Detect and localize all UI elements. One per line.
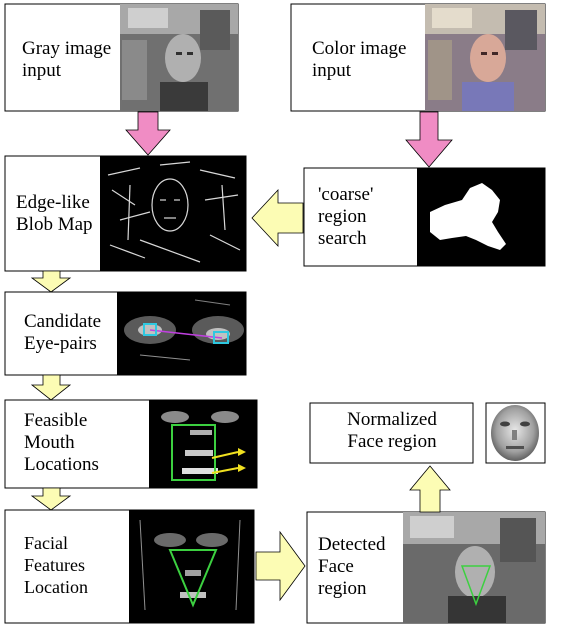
detected-face-image <box>403 512 545 623</box>
gray-input-box <box>4 3 239 112</box>
color-input-box <box>290 3 546 112</box>
coarse-region-image <box>417 168 545 266</box>
coarse-search-box <box>303 167 546 267</box>
mouth-image <box>149 400 257 488</box>
normalized-face-label: Normalized Face region <box>347 409 437 452</box>
eye-pairs-label: Candidate Eye-pairs <box>24 311 102 354</box>
facial-features-label: Facial Features Location <box>24 533 88 597</box>
coarse-search-label: 'coarse' region search <box>318 184 374 249</box>
mouth-label: Feasible Mouth Locations <box>24 410 99 475</box>
gray-input-label: Gray image input <box>22 38 112 81</box>
facial-features-box <box>4 509 255 624</box>
eye-pairs-image <box>117 292 246 375</box>
blob-map-text: Edge-like Blob Map <box>16 192 93 235</box>
eye-pairs-box <box>4 291 247 376</box>
yellow-arrow-down-1 <box>30 270 72 293</box>
blob-map-image <box>100 156 246 271</box>
yellow-arrow-up <box>409 465 451 513</box>
yellow-arrow-down-3 <box>30 487 72 511</box>
normalized-face-box <box>309 402 474 464</box>
color-input-photo <box>425 4 545 111</box>
yellow-arrow-down-2 <box>30 374 72 401</box>
detected-face-label: Detected Face region <box>318 534 386 599</box>
detected-face-box <box>306 511 546 624</box>
yellow-arrow-right <box>255 530 306 602</box>
color-input-label: Color image input <box>312 38 407 81</box>
facial-features-image <box>129 510 254 623</box>
normalized-face-image <box>485 402 546 464</box>
yellow-arrow-left <box>251 188 304 248</box>
pink-arrow-down-left <box>125 111 171 156</box>
blob-map-box <box>4 155 247 272</box>
pink-arrow-down-right <box>405 111 453 168</box>
gray-input-photo <box>120 4 238 111</box>
mouth-box <box>4 399 258 489</box>
